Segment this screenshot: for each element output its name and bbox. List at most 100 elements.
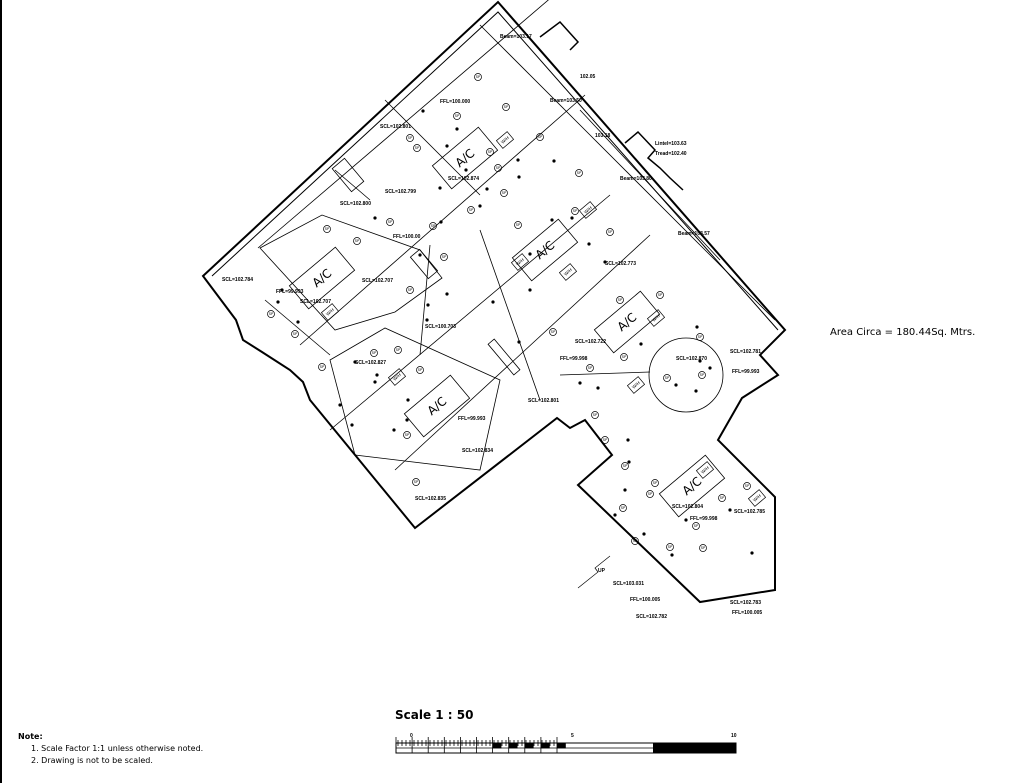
light-point-icon: [550, 218, 554, 222]
level-label: FFL=100.005: [630, 597, 660, 603]
level-label: SCL=102.707: [300, 299, 331, 305]
sp-label: SP: [414, 480, 419, 484]
sp-label: SP: [488, 150, 493, 154]
light-point-icon: [517, 340, 521, 344]
sp-label: SP: [325, 227, 330, 231]
sp-label: SP: [476, 75, 481, 79]
light-point-icon: [603, 260, 607, 264]
sp-label: SP: [668, 545, 673, 549]
scale-tick-5: 5: [571, 733, 574, 739]
wh-box: W/H: [626, 376, 646, 394]
light-point-icon: [455, 127, 459, 131]
sp-icon: SP: [323, 225, 331, 233]
building-outline: [201, 0, 787, 604]
level-label: SCL=102.870: [676, 356, 707, 362]
sp-icon: SP: [619, 504, 627, 512]
ac-label: A/C: [680, 474, 705, 498]
light-point-icon: [276, 300, 280, 304]
sp-icon: SP: [616, 296, 624, 304]
wh-label: W/H: [392, 372, 402, 381]
level-label: SCL=102.781: [730, 349, 761, 355]
level-label: Lintel=103.63: [655, 141, 687, 147]
wh-label: W/H: [515, 257, 525, 266]
outer-walls: [201, 0, 787, 604]
sp-label: SP: [372, 351, 377, 355]
level-label: SCL=102.804: [672, 504, 703, 510]
light-point-icon: [708, 366, 712, 370]
sp-icon: SP: [571, 207, 579, 215]
sp-label: SP: [622, 355, 627, 359]
scale-tick-10: 10: [731, 733, 737, 739]
level-label: FFL=99.993: [458, 416, 486, 422]
sp-label: SP: [621, 506, 626, 510]
level-label: Beam=103.50: [550, 98, 582, 104]
sp-icon: SP: [494, 164, 502, 172]
ac-label: A/C: [453, 146, 478, 170]
note-item: 2. Drawing is not to be scaled.: [31, 756, 153, 765]
level-label: FFL=100.005: [732, 610, 762, 616]
light-point-icon: [528, 288, 532, 292]
sp-icon: SP: [412, 478, 420, 486]
wh-box: W/H: [320, 303, 340, 321]
notch-top: [539, 20, 580, 51]
light-point-icon: [623, 488, 627, 492]
light-point-icon: [570, 216, 574, 220]
sp-label: SP: [665, 376, 670, 380]
notes: Note: 1. Scale Factor 1:1 unless otherwi…: [18, 731, 203, 767]
sp-label: SP: [538, 135, 543, 139]
light-point-icon: [596, 386, 600, 390]
light-point-icon: [421, 109, 425, 113]
ac-label: A/C: [533, 238, 558, 262]
sheet-border: [0, 0, 2, 783]
light-point-icon: [698, 359, 702, 363]
wh-box: W/H: [510, 253, 530, 271]
light-point-icon: [439, 220, 443, 224]
light-point-icon: [587, 242, 591, 246]
ac-label: A/C: [615, 310, 640, 334]
sp-label: SP: [293, 332, 298, 336]
sp-icon: SP: [267, 310, 275, 318]
sp-label: SP: [551, 330, 556, 334]
sp-icon: SP: [549, 328, 557, 336]
sp-icon: SP: [575, 169, 583, 177]
light-point-icon: [280, 288, 284, 292]
wh-box: W/H: [495, 131, 515, 149]
sp-label: SP: [396, 348, 401, 352]
sp-icon: SP: [666, 543, 674, 551]
sp-label: SP: [593, 413, 598, 417]
wh-label: W/H: [651, 313, 661, 322]
light-point-icon: [578, 381, 582, 385]
sp-label: SP: [469, 208, 474, 212]
sp-label: SP: [269, 312, 274, 316]
sp-icon: SP: [502, 103, 510, 111]
level-label: SCL=102.800: [340, 201, 371, 207]
level-label: FFL=99.993: [276, 289, 304, 295]
light-point-icon: [353, 360, 357, 364]
sp-label: SP: [388, 220, 393, 224]
level-label: SCL=102.782: [636, 614, 667, 620]
level-label: SCL=102.773: [605, 261, 636, 267]
sp-label: SP: [720, 496, 725, 500]
level-label: Beam=103.57: [678, 231, 710, 237]
sp-label: SP: [694, 524, 699, 528]
sp-icon: SP: [514, 221, 522, 229]
wh-label: W/H: [752, 493, 762, 502]
sp-icon: SP: [620, 353, 628, 361]
light-point-icon: [438, 186, 442, 190]
round-room: [648, 337, 724, 413]
light-point-icon: [626, 438, 630, 442]
light-point-icon: [464, 168, 468, 172]
level-label: FFL=99.993: [732, 369, 760, 375]
note-item: 1. Scale Factor 1:1 unless otherwise not…: [31, 744, 204, 753]
sp-icon: SP: [500, 189, 508, 197]
level-label: SCL=102.874: [448, 176, 479, 182]
light-point-icon: [338, 403, 342, 407]
sp-label: SP: [408, 288, 413, 292]
sp-label: SP: [603, 438, 608, 442]
light-point-icon: [375, 373, 379, 377]
light-point-icon: [418, 253, 422, 257]
sp-label: SP: [320, 365, 325, 369]
light-point-icon: [627, 460, 631, 464]
scale-bar: 0 5 10: [395, 733, 737, 754]
light-point-icon: [613, 513, 617, 517]
